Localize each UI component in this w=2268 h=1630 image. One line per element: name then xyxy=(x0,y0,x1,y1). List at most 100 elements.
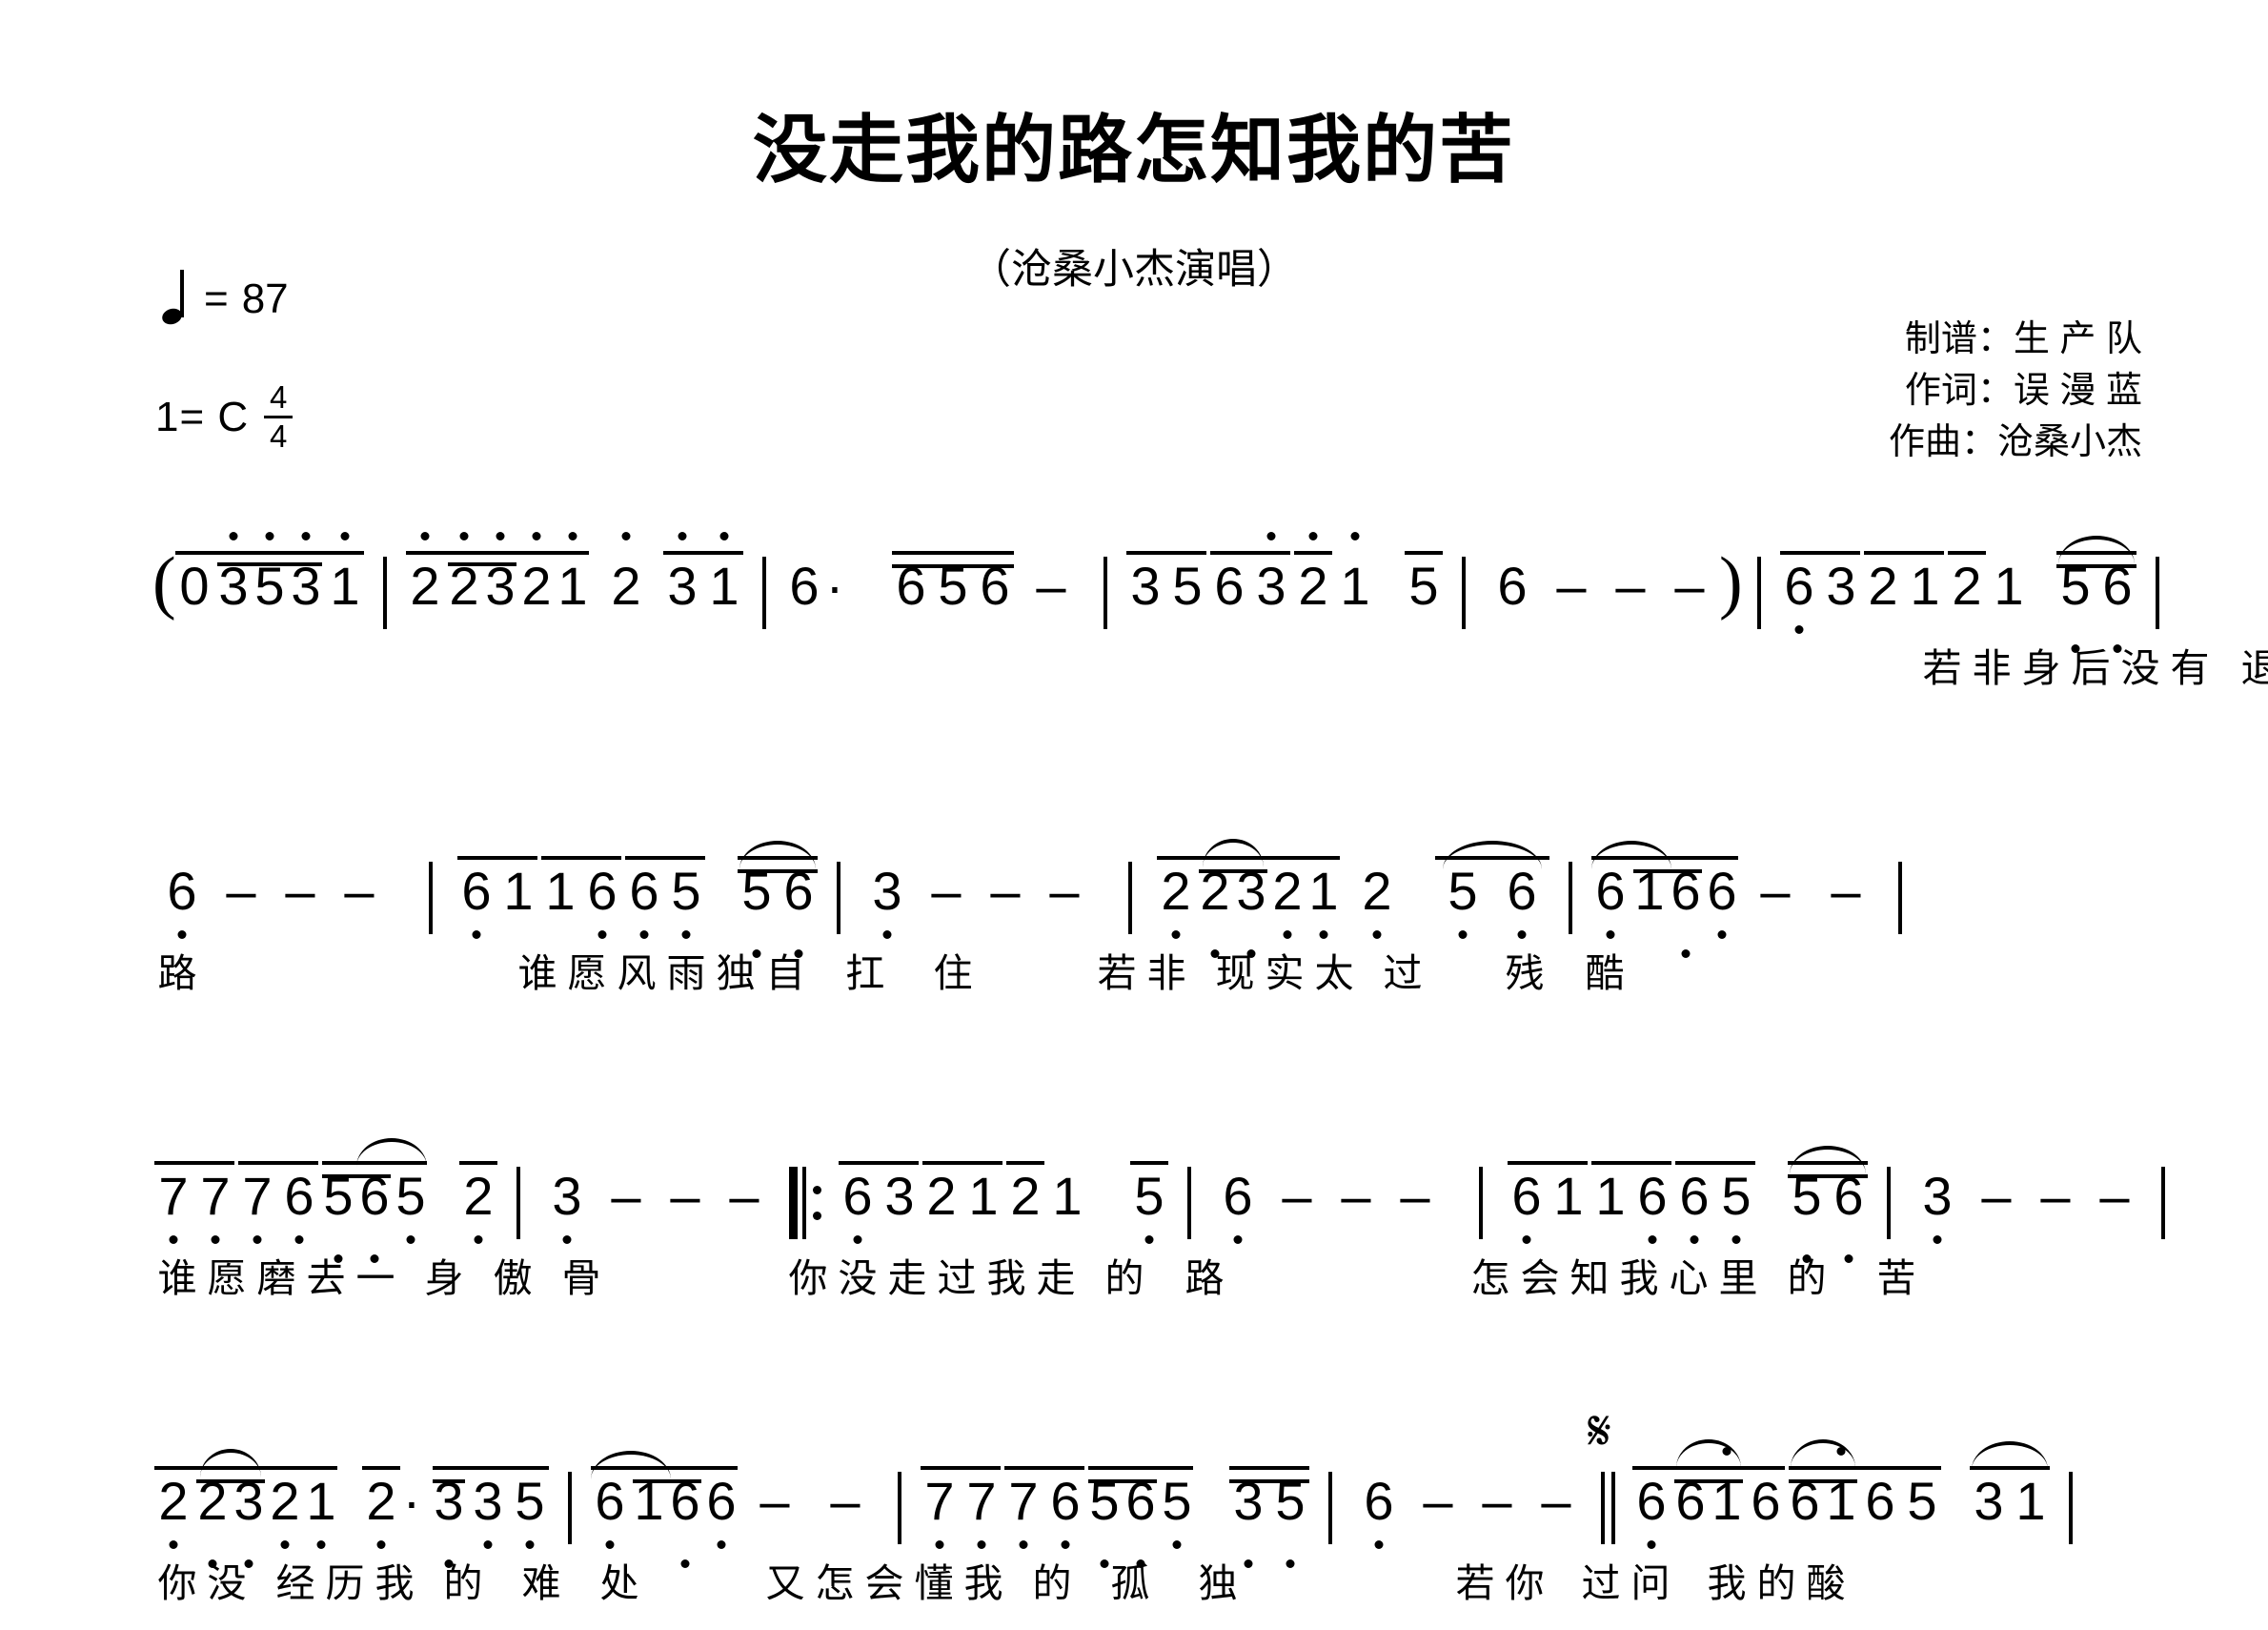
octave-down-dot xyxy=(1682,949,1691,958)
note: 3 xyxy=(879,1144,921,1226)
note: 1 xyxy=(703,534,745,616)
credits-block: 制谱：生 产 队 作词：误 漫 蓝 作曲：沧桑小杰 xyxy=(1889,315,2142,469)
note: 5 xyxy=(509,1449,551,1531)
note: 5 xyxy=(1269,1449,1311,1531)
measure: 6 6 1 6 6 1 xyxy=(1630,1449,2052,1531)
note: 3 xyxy=(1124,534,1166,616)
octave-down-dot xyxy=(1523,1235,1531,1244)
barline xyxy=(1479,1167,1483,1239)
octave-down-dot xyxy=(795,949,803,958)
note: 2 xyxy=(360,1449,402,1531)
note: 2 xyxy=(404,534,446,616)
beam-group: 5 6 5 xyxy=(320,1144,429,1226)
duration-dash: – xyxy=(1386,1144,1445,1226)
measure: 6 3 2 1 2 1 5 xyxy=(837,1144,1170,1226)
beam-group: 0 3 5 3 1 xyxy=(173,534,366,616)
note: 6 xyxy=(778,839,820,921)
octave-up-dot xyxy=(720,532,729,540)
duration-dash: – xyxy=(715,1144,774,1226)
octave-down-dot xyxy=(1649,1235,1657,1244)
duration-dash: – xyxy=(1660,534,1719,616)
note: 1 xyxy=(1046,1144,1088,1226)
measure: 0 3 5 3 1 xyxy=(173,534,366,616)
duration-dash: – xyxy=(1542,534,1601,616)
octave-down-dot xyxy=(682,930,691,939)
duration-dash: – xyxy=(1468,1449,1527,1531)
beam-group: 2 3 xyxy=(1197,839,1269,921)
note: 3 xyxy=(1820,534,1862,616)
beam-group: 6 3 xyxy=(837,1144,921,1226)
duration-dash: – xyxy=(1601,534,1660,616)
note: 2 xyxy=(921,1144,962,1226)
beam-group: 2 2 3 2 1 xyxy=(152,1449,339,1531)
octave-down-dot xyxy=(281,1540,290,1549)
duration-dash: – xyxy=(212,839,271,921)
note: 6 xyxy=(667,1449,703,1531)
note: 6 xyxy=(783,534,825,616)
augmentation-dot: · xyxy=(402,1472,421,1531)
barline xyxy=(1887,1167,1891,1239)
octave-up-dot xyxy=(460,532,469,540)
octave-down-dot xyxy=(718,1540,726,1549)
note: 2 xyxy=(1292,534,1334,616)
note: 1 xyxy=(1823,1449,1859,1531)
note: 3 xyxy=(482,534,518,616)
octave-up-dot xyxy=(1723,1447,1731,1456)
octave-down-dot xyxy=(598,930,607,939)
duration-dash: – xyxy=(1267,1144,1326,1226)
note: 0 xyxy=(173,534,215,616)
note: 1 xyxy=(2010,1449,2052,1531)
note: 1 xyxy=(1709,1449,1745,1531)
note: 6 xyxy=(152,839,212,921)
note: 6 xyxy=(890,534,932,616)
note: 5 xyxy=(1403,534,1445,616)
octave-down-dot xyxy=(1245,1559,1253,1568)
note: 2 xyxy=(518,534,555,616)
octave-up-dot xyxy=(1267,532,1276,540)
beam-group: 3 xyxy=(431,1449,467,1531)
meter-denominator: 4 xyxy=(266,420,291,453)
octave-up-dot xyxy=(678,532,687,540)
beam-group: 6 1 xyxy=(1787,1449,1859,1531)
tempo-equals: = xyxy=(204,275,229,323)
octave-down-dot xyxy=(640,930,649,939)
note: 6 xyxy=(1590,839,1631,921)
note: 1 xyxy=(631,1449,667,1531)
octave-up-dot xyxy=(533,532,541,540)
beam-group: 7 6 xyxy=(236,1144,320,1226)
note: 5 xyxy=(736,839,778,921)
measure-row: 2 2 3 2 1 2 · xyxy=(152,1449,2144,1630)
note: 6 xyxy=(356,1144,393,1226)
octave-up-dot xyxy=(1837,1447,1846,1456)
duration-dash: – xyxy=(2026,1144,2085,1226)
beam-group: 2 xyxy=(1004,1144,1046,1226)
page-subtitle: （沧桑小杰演唱） xyxy=(0,250,2268,291)
octave-down-dot xyxy=(445,1559,454,1568)
octave-down-dot xyxy=(1648,1540,1656,1549)
octave-down-dot xyxy=(1284,930,1292,939)
note: 6 xyxy=(456,839,497,921)
beam-group: 2 xyxy=(1292,534,1334,616)
note: 1 xyxy=(1590,1144,1631,1226)
beam-group: 2 2 3 2 1 xyxy=(1155,839,1342,921)
note: 6 xyxy=(1349,1449,1408,1531)
barline xyxy=(1328,1472,1332,1544)
note: 2 xyxy=(446,534,482,616)
octave-down-dot xyxy=(681,1559,690,1568)
beam-group: 3 5 xyxy=(1124,534,1208,616)
note: 6 xyxy=(278,1144,320,1226)
note: 7 xyxy=(236,1144,278,1226)
barline xyxy=(1569,862,1572,934)
note: 3 xyxy=(431,1449,467,1531)
beam-group: 5 6 xyxy=(736,839,820,921)
note: 7 xyxy=(152,1144,194,1226)
beam-group: 5 6 xyxy=(2055,534,2138,616)
note: 3 xyxy=(1250,534,1292,616)
beam-group: 2 1 xyxy=(1862,534,1946,616)
note: 3 xyxy=(1908,1144,1967,1226)
note: 5 xyxy=(1166,534,1208,616)
note: 6 xyxy=(1668,839,1704,921)
note: 6 xyxy=(1483,534,1542,616)
octave-down-dot xyxy=(978,1540,986,1549)
octave-up-dot xyxy=(341,532,350,540)
